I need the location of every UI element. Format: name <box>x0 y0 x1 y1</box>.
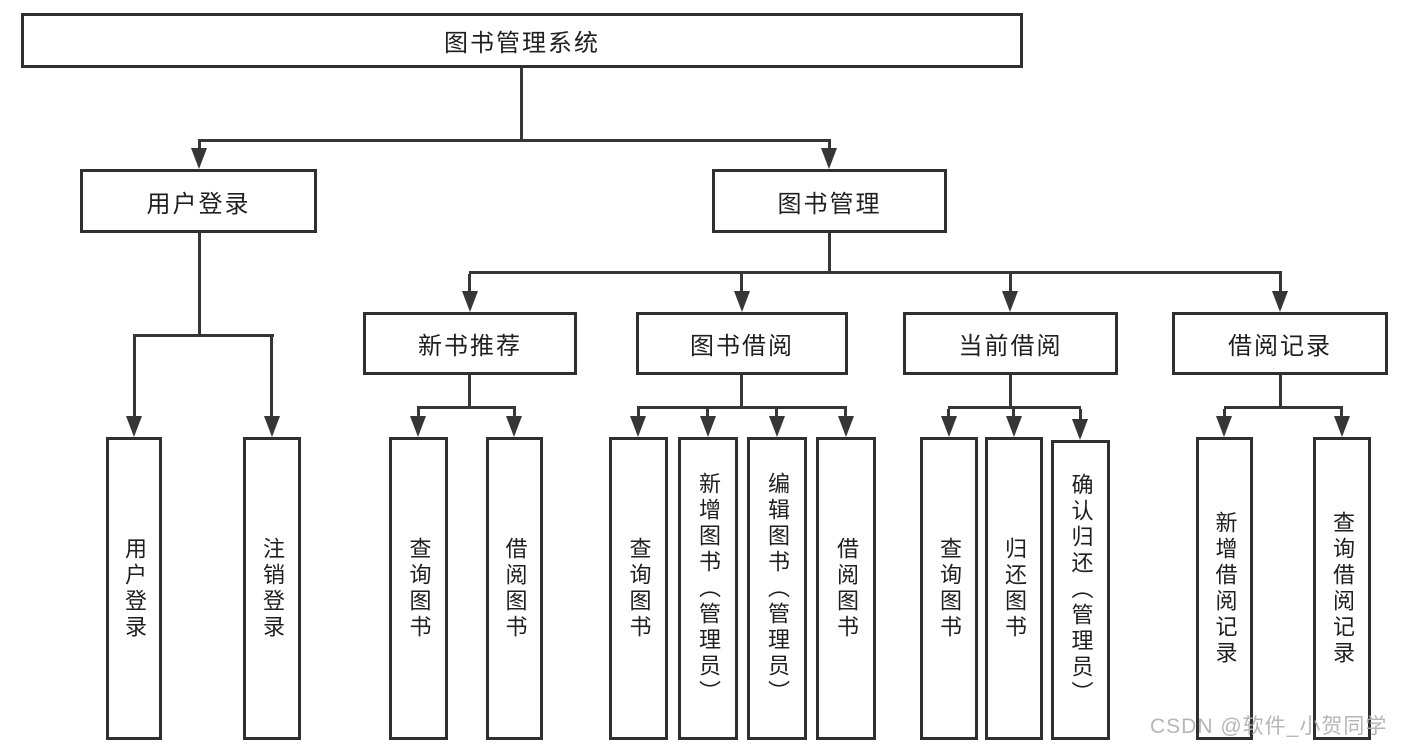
arrowhead-down-icon <box>838 416 854 437</box>
connector-shaft <box>1009 274 1012 292</box>
connector-records-horizontal <box>1224 406 1343 409</box>
leaf-user-login: 用户登录 <box>106 437 162 740</box>
connector-root-vertical <box>520 68 523 142</box>
connector-bookmgmt-horizontal <box>469 271 1282 274</box>
connector-newbook-vertical <box>468 375 471 408</box>
connector-shaft <box>270 337 273 418</box>
connector-shaft <box>513 409 516 417</box>
arrowhead-down-icon <box>941 416 957 437</box>
connector-userlogin-vertical <box>198 233 201 337</box>
connector-shaft <box>1012 409 1015 417</box>
leaf-query-books-borrowing: 查询图书 <box>609 437 668 740</box>
connector-shaft <box>468 274 471 292</box>
leaf-query-books-current: 查询图书 <box>920 437 978 740</box>
arrowhead-down-icon <box>769 416 785 437</box>
connector-shaft <box>828 142 831 150</box>
connector-shaft <box>740 274 743 292</box>
connector-shaft <box>775 409 778 417</box>
arrowhead-down-icon <box>1006 416 1022 437</box>
connector-shaft <box>417 409 420 417</box>
arrowhead-down-icon <box>1002 291 1018 312</box>
connector-currentborrow-vertical <box>1009 375 1012 408</box>
node-borrowing-records: 借阅记录 <box>1172 312 1388 375</box>
arrowhead-down-icon <box>506 416 522 437</box>
connector-bookborrow-vertical <box>740 375 743 408</box>
leaf-add-books-admin: 新增图书（管理员） <box>678 437 738 740</box>
arrowhead-down-icon <box>1072 419 1088 440</box>
leaf-query-books-recommend: 查询图书 <box>389 437 448 740</box>
arrowhead-down-icon <box>264 416 280 437</box>
node-user-login: 用户登录 <box>80 169 317 233</box>
leaf-confirm-return-admin: 确认归还（管理员） <box>1051 440 1110 740</box>
arrowhead-down-icon <box>410 416 426 437</box>
arrowhead-down-icon <box>1272 291 1288 312</box>
arrowhead-down-icon <box>630 416 646 437</box>
arrowhead-down-icon <box>462 291 478 312</box>
arrowhead-down-icon <box>821 148 837 169</box>
arrowhead-down-icon <box>191 148 207 169</box>
node-new-book-recommendation: 新书推荐 <box>363 312 577 375</box>
connector-newbook-horizontal <box>417 406 516 409</box>
leaf-query-borrow-record: 查询借阅记录 <box>1313 437 1371 740</box>
connector-currentborrow-horizontal <box>948 406 1081 409</box>
arrowhead-down-icon <box>734 291 750 312</box>
connector-bookmgmt-vertical <box>828 233 831 274</box>
connector-shaft <box>1079 409 1082 420</box>
connector-shaft <box>1223 409 1226 417</box>
connector-shaft <box>198 142 201 150</box>
connector-records-vertical <box>1279 375 1282 408</box>
node-book-borrowing: 图书借阅 <box>636 312 848 375</box>
connector-shaft <box>133 337 136 418</box>
leaf-return-books: 归还图书 <box>985 437 1043 740</box>
connector-shaft <box>947 409 950 417</box>
leaf-borrow-books-recommend: 借阅图书 <box>486 437 543 740</box>
arrowhead-down-icon <box>1216 416 1232 437</box>
arrowhead-down-icon <box>1334 416 1350 437</box>
leaf-borrow-books-borrowing: 借阅图书 <box>816 437 876 740</box>
connector-shaft <box>637 409 640 417</box>
arrowhead-down-icon <box>700 416 716 437</box>
connector-shaft <box>1279 274 1282 292</box>
connector-bookborrow-horizontal <box>637 406 847 409</box>
connector-shaft <box>706 409 709 417</box>
csdn-watermark: CSDN @软件_小贺同学 <box>1150 715 1388 738</box>
node-root-system: 图书管理系统 <box>21 13 1023 68</box>
arrowhead-down-icon <box>126 416 142 437</box>
leaf-edit-books-admin: 编辑图书（管理员） <box>747 437 807 740</box>
leaf-logout: 注销登录 <box>243 437 301 740</box>
node-current-borrowing: 当前借阅 <box>903 312 1118 375</box>
connector-root-horizontal <box>198 139 831 142</box>
connector-userlogin-horizontal <box>133 334 274 337</box>
leaf-add-borrow-record: 新增借阅记录 <box>1196 437 1253 740</box>
connector-shaft <box>844 409 847 417</box>
connector-shaft <box>1340 409 1343 417</box>
node-book-management: 图书管理 <box>712 169 947 233</box>
